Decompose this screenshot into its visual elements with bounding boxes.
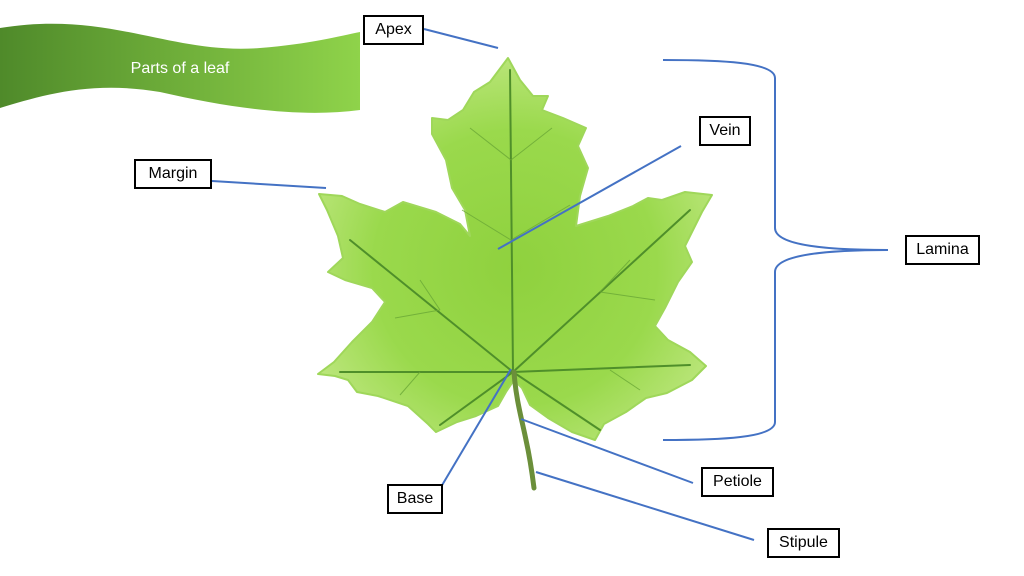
lamina-label: Lamina bbox=[905, 235, 980, 265]
connector-lines bbox=[211, 28, 755, 541]
leaf-blade bbox=[317, 57, 713, 441]
lower-left-minor-vein bbox=[439, 371, 514, 426]
lamina-bracket bbox=[662, 59, 889, 441]
vein-connector bbox=[497, 145, 682, 250]
lower-right-minor-vein bbox=[512, 371, 601, 431]
margin-label: Margin bbox=[134, 159, 212, 189]
vein-label: Vein bbox=[699, 116, 751, 146]
stipule-label: Stipule bbox=[767, 528, 840, 558]
apex-connector bbox=[423, 28, 499, 49]
left-main-vein bbox=[349, 239, 514, 373]
petiole-connector bbox=[520, 418, 694, 484]
margin-connector bbox=[211, 180, 327, 189]
base-connector bbox=[440, 368, 512, 488]
apex-label: Apex bbox=[363, 15, 424, 45]
page-title: Parts of a leaf bbox=[130, 60, 230, 77]
title-banner bbox=[0, 23, 360, 113]
petiole-label: Petiole bbox=[701, 467, 774, 497]
petiole-stem bbox=[511, 369, 537, 491]
base-label: Base bbox=[387, 484, 443, 514]
stipule-connector bbox=[535, 471, 755, 541]
lower-right-vein bbox=[512, 364, 691, 373]
midrib-vein bbox=[509, 69, 514, 373]
leaf-secondary-veins bbox=[394, 127, 656, 396]
